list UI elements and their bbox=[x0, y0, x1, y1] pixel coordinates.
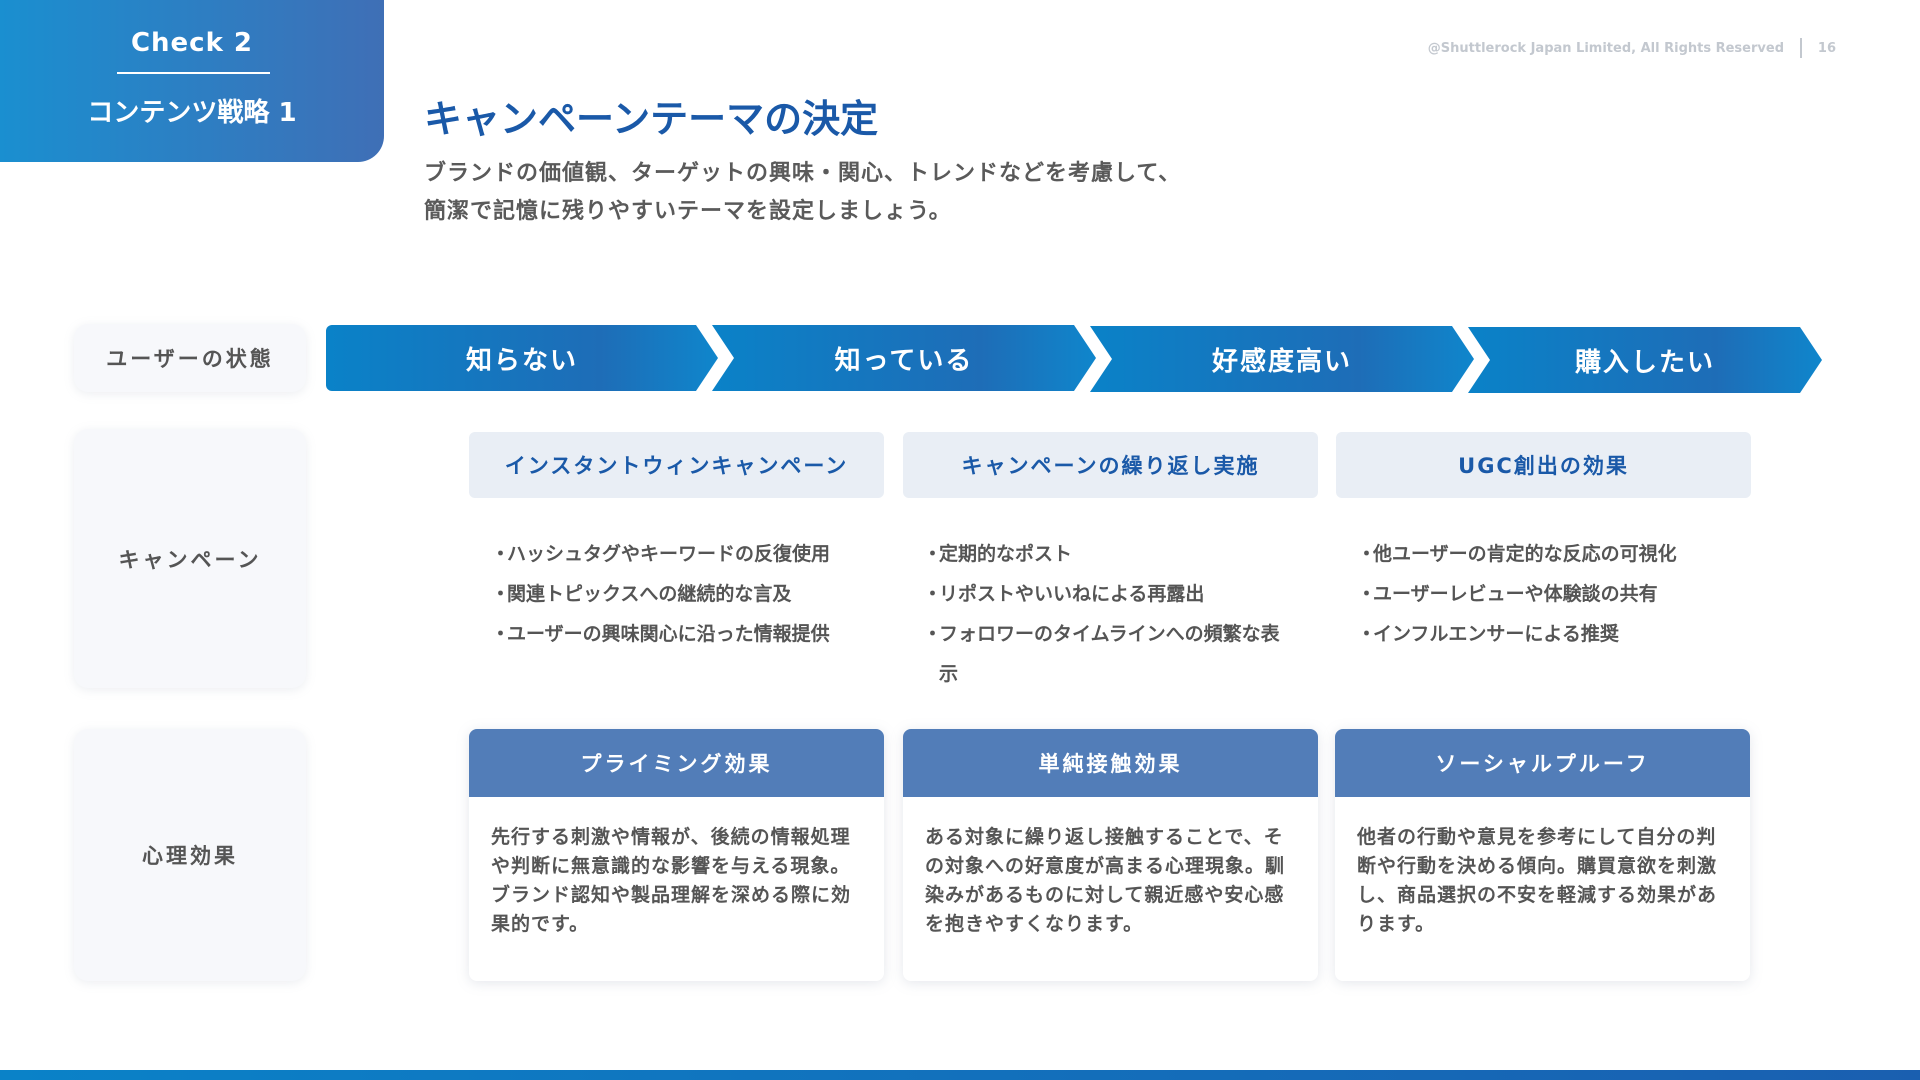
stage-arrow: 購入したい bbox=[1468, 327, 1822, 393]
stage-arrow: 知っている bbox=[712, 325, 1096, 391]
stage-arrow: 好感度高い bbox=[1090, 326, 1474, 392]
lead-line: 簡潔で記憶に残りやすいテーマを設定しましょう。 bbox=[424, 199, 952, 224]
lead-line: ブランドの価値観、ターゲットの興味・関心、トレンドなどを考慮して、 bbox=[424, 161, 1182, 186]
row-label-user-state: ユーザーの状態 bbox=[74, 324, 306, 392]
campaign-title: UGC創出の効果 bbox=[1336, 432, 1751, 498]
list-item: ユーザーレビューや体験談の共有 bbox=[1351, 574, 1746, 614]
row-label-campaign: キャンペーン bbox=[74, 429, 306, 688]
stage-arrow: 知らない bbox=[326, 325, 718, 391]
bottom-accent-bar bbox=[0, 1070, 1920, 1080]
list-item: リポストやいいねによる再露出 bbox=[917, 574, 1287, 614]
effect-title: ソーシャルプルーフ bbox=[1335, 729, 1750, 797]
campaign-list: ハッシュタグやキーワードの反復使用 関連トピックスへの継続的な言及 ユーザーの興… bbox=[485, 534, 880, 654]
copyright-text: @Shuttlerock Japan Limited, All Rights R… bbox=[1427, 41, 1784, 56]
section-badge: Check 2 コンテンツ戦略 1 bbox=[0, 0, 384, 162]
campaign-title: キャンペーンの繰り返し実施 bbox=[903, 432, 1318, 498]
badge-divider bbox=[117, 72, 270, 74]
header-separator bbox=[1800, 38, 1802, 58]
campaign-title: インスタントウィンキャンペーン bbox=[469, 432, 884, 498]
effect-body: 他者の行動や意見を参考にして自分の判断や行動を決める傾向。購買意欲を刺激し、商品… bbox=[1357, 826, 1718, 935]
list-item: フォロワーのタイムラインへの頻繁な表示 bbox=[917, 614, 1287, 694]
list-item: 定期的なポスト bbox=[917, 534, 1287, 574]
effect-body: 先行する刺激や情報が、後続の情報処理や判断に無意識的な影響を与える現象。ブランド… bbox=[491, 826, 852, 935]
effect-body: ある対象に繰り返し接触することで、その対象への好意度が高まる心理現象。馴染みがあ… bbox=[925, 826, 1286, 935]
page-title: キャンペーンテーマの決定 bbox=[424, 97, 879, 141]
list-item: ハッシュタグやキーワードの反復使用 bbox=[485, 534, 880, 574]
list-item: ユーザーの興味関心に沿った情報提供 bbox=[485, 614, 880, 654]
badge-check-label: Check 2 bbox=[130, 28, 254, 58]
effect-card: 単純接触効果 ある対象に繰り返し接触することで、その対象への好意度が高まる心理現… bbox=[903, 729, 1318, 981]
list-item: インフルエンサーによる推奨 bbox=[1351, 614, 1746, 654]
effect-card: プライミング効果 先行する刺激や情報が、後続の情報処理や判断に無意識的な影響を与… bbox=[469, 729, 884, 981]
lead-text: ブランドの価値観、ターゲットの興味・関心、トレンドなどを考慮して、 簡潔で記憶に… bbox=[424, 155, 1181, 231]
effect-title: プライミング効果 bbox=[469, 729, 884, 797]
effect-title: 単純接触効果 bbox=[903, 729, 1318, 797]
campaign-list: 定期的なポスト リポストやいいねによる再露出 フォロワーのタイムラインへの頻繁な… bbox=[917, 534, 1287, 694]
row-label-psych: 心理効果 bbox=[74, 729, 306, 981]
badge-subtitle: コンテンツ戦略 1 bbox=[87, 98, 297, 128]
list-item: 他ユーザーの肯定的な反応の可視化 bbox=[1351, 534, 1746, 574]
list-item: 関連トピックスへの継続的な言及 bbox=[485, 574, 880, 614]
effect-card: ソーシャルプルーフ 他者の行動や意見を参考にして自分の判断や行動を決める傾向。購… bbox=[1335, 729, 1750, 981]
page-number: 16 bbox=[1817, 41, 1836, 56]
campaign-list: 他ユーザーの肯定的な反応の可視化 ユーザーレビューや体験談の共有 インフルエンサ… bbox=[1351, 534, 1746, 654]
